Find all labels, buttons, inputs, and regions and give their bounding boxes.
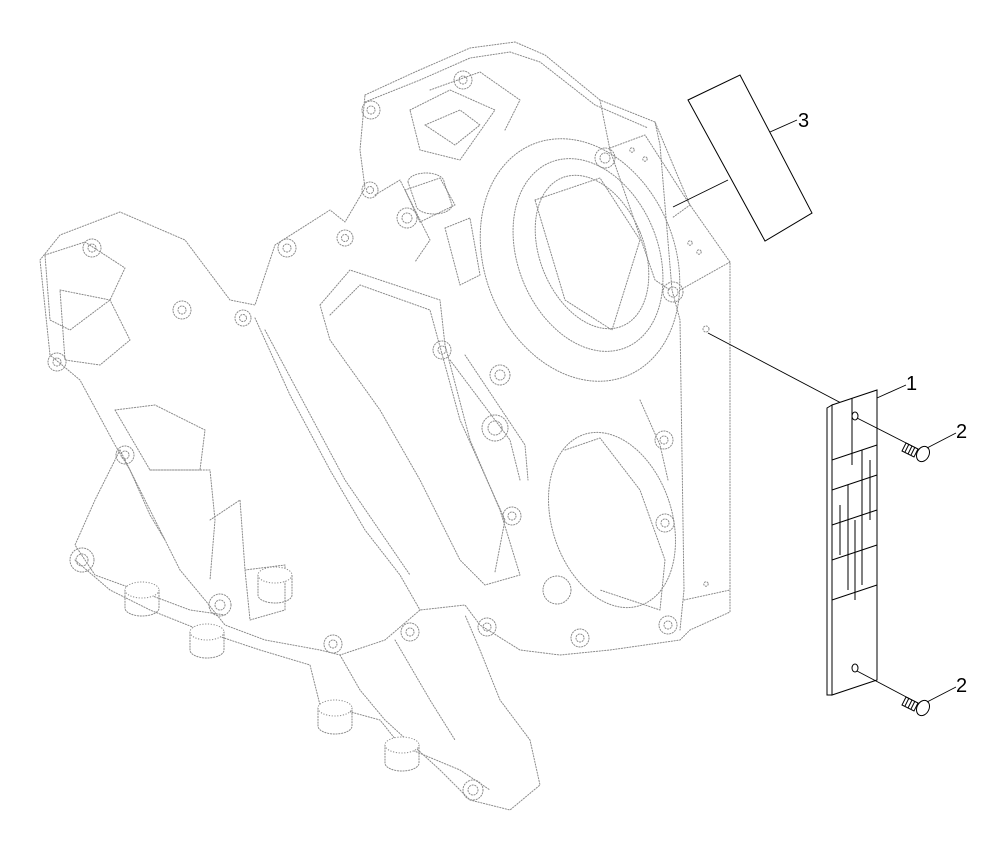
- nameplate-info-grid: [831, 398, 878, 601]
- housing-bolt-bosses: [47, 70, 684, 801]
- callout-2-top-label: 2: [956, 421, 967, 443]
- screw-thread-bottom: [904, 697, 916, 710]
- callout-3-label: 3: [798, 110, 809, 132]
- callout-2-bottom-label: 2: [956, 675, 967, 697]
- callout-1-label: 1: [906, 373, 917, 395]
- housing-studs: [124, 172, 453, 772]
- flange-holes: [629, 147, 710, 587]
- screw-top-part: 2: [856, 417, 967, 463]
- nameplate-part: 1: [707, 332, 917, 696]
- screw-thread-top: [904, 443, 916, 456]
- decal-part: 3: [672, 74, 813, 242]
- gear-housing-outline: [39, 41, 731, 811]
- screw-bottom-part: 2: [856, 670, 967, 717]
